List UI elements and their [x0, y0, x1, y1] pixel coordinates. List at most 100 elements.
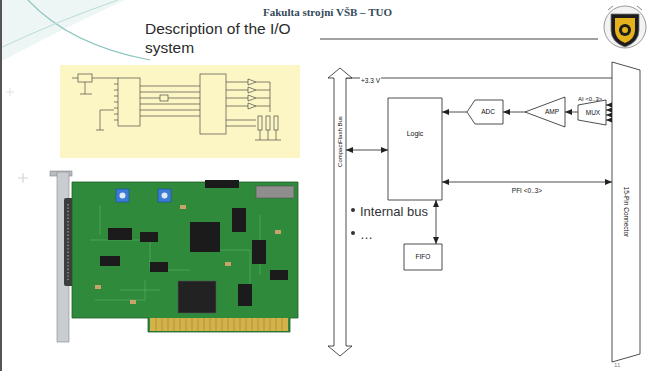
node-text: ADC: [481, 108, 495, 116]
io-card-photo-part: [232, 208, 246, 232]
io-card-photo-part: [270, 270, 288, 280]
faculty-logo-part: [611, 14, 639, 47]
circuit-schematic-part: [266, 116, 270, 130]
signal-line: [503, 112, 525, 113]
signal-line: [442, 112, 467, 113]
slide-title: Description of the I/O system: [145, 19, 317, 57]
slide-decoration-part: [28, 0, 150, 60]
io-card-photo-part: [190, 222, 220, 252]
title-rule-part: [320, 38, 598, 39]
node-text: MUX: [586, 109, 600, 117]
signal-line: [606, 120, 612, 121]
signal-line: [346, 150, 388, 151]
header-text: Fakulta strojní VŠB – TUO: [263, 6, 392, 18]
mux-block-shape: [578, 100, 606, 125]
circuit-schematic-part: [256, 82, 270, 112]
edge-label-holder: PFI <0..3>: [511, 179, 543, 197]
bullet-text-holder: …: [360, 225, 373, 243]
amplifier-triangle: AMP: [525, 97, 565, 127]
faculty-logo-part: [622, 27, 628, 33]
signal-line: [442, 182, 612, 183]
slide-decoration-part: [0, 0, 125, 62]
edge-label: +3.3 V: [360, 77, 381, 84]
adc-block: ADC: [467, 100, 503, 124]
circuit-schematic-part: [200, 74, 226, 134]
io-card-photo-part: [116, 189, 129, 202]
faculty-logo: [604, 6, 646, 48]
signal-line: [436, 200, 437, 244]
signal-line: [346, 78, 612, 79]
io-card-photo-part: [120, 193, 126, 199]
signal-name-holder: AI <0..3>: [578, 87, 602, 105]
bullet-text: Internal bus: [360, 204, 428, 219]
faculty-logo-part: [604, 6, 646, 48]
signal-line: [606, 115, 612, 116]
circuit-schematic-part: [78, 74, 92, 82]
io-card-photo-part: [140, 232, 158, 242]
fifo-block: FIFO: [404, 244, 442, 270]
node-text: CompactFlash Bus: [336, 117, 343, 168]
header-text-holder: Fakulta strojní VŠB – TUO: [0, 2, 655, 20]
circuit-schematic-part: [114, 84, 118, 120]
node-text: Logic: [407, 130, 424, 138]
circuit-schematic: [60, 65, 300, 158]
edge-label-holder: +3.3 V: [360, 69, 381, 87]
circuit-schematic-part: [60, 65, 300, 158]
page-number-holder: 11: [614, 353, 620, 371]
circuit-schematic-part: [96, 98, 200, 130]
faculty-logo-part: [619, 24, 631, 36]
bullet-text: …: [360, 227, 373, 242]
node-text: 15-Pin Connector: [622, 187, 630, 238]
mux-block: MUX: [578, 100, 606, 125]
io-card-photo-part: [90, 205, 260, 300]
circuit-schematic-part: [118, 78, 140, 126]
bus-arrow-outline: [334, 68, 346, 356]
faculty-logo-part: [615, 18, 635, 43]
title-holder: Description of the I/O system: [145, 19, 317, 57]
bus-arrow-shape: [328, 68, 352, 356]
signal-name: AI <0..3>: [578, 96, 602, 102]
amplifier-triangle-shape: [525, 97, 565, 127]
io-card-photo-part: [130, 300, 136, 304]
bullet-dot: [351, 208, 355, 212]
bullet-dot: [351, 231, 355, 235]
bullet-text-holder: Internal bus: [360, 202, 428, 220]
logic-block-shape: [388, 98, 442, 200]
io-card-photo-part: [156, 318, 282, 331]
io-card-photo-part: [150, 262, 168, 272]
slide-decoration-part: [6, 88, 14, 96]
circuit-schematic-part: [160, 95, 168, 101]
io-card-photo-part: [252, 240, 266, 264]
io-card-photo-part: [95, 285, 101, 289]
circuit-schematic-part: [248, 79, 256, 109]
circuit-schematic-part: [255, 130, 281, 140]
fifo-block-shape: [404, 244, 442, 270]
page-number: 11: [614, 362, 620, 368]
signal-line: [565, 112, 578, 113]
io-card-photo-part: [162, 193, 168, 199]
io-card-photo-part: [100, 256, 120, 266]
logic-block-outline: [388, 98, 442, 200]
slide-decoration-part: [0, 0, 2, 371]
signal-line: [606, 110, 612, 111]
io-card-photo-part: [275, 230, 281, 234]
bus-arrow: CompactFlash Bus: [334, 68, 346, 356]
io-card-photo-part: [150, 318, 288, 331]
pin-connector-shape: [612, 62, 640, 362]
node-text: AMP: [545, 108, 559, 116]
io-card-photo-part: [178, 281, 216, 313]
edge-label: PFI <0..3>: [511, 187, 543, 194]
io-card-photo-part: [205, 180, 239, 188]
faculty-logo-part: [608, 6, 642, 10]
io-card-photo-part: [108, 228, 132, 240]
pin-connector: 15-Pin Connector: [612, 62, 640, 362]
slide-decoration-part: [0, 0, 118, 48]
circuit-schematic-part: [258, 116, 262, 130]
circuit-schematic-part: [274, 116, 278, 130]
signal-line: [606, 105, 612, 106]
io-card-photo-part: [225, 262, 231, 266]
logic-block: Logic: [388, 98, 442, 200]
